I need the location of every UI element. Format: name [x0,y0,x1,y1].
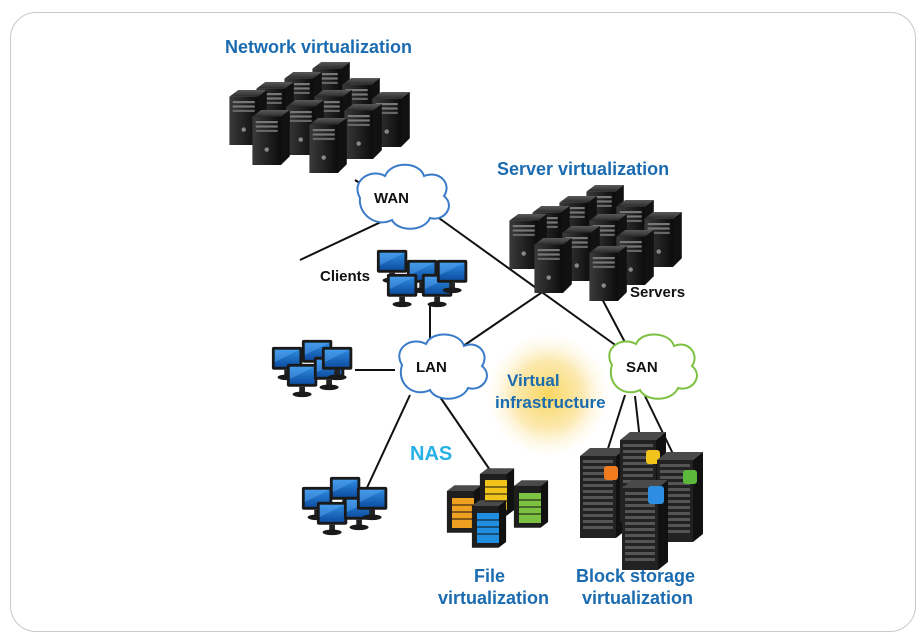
block-storage-line1: Block storage [576,566,695,586]
virtualization-diagram: Network virtualization Server virtualiza… [225,37,703,608]
nas-label: NAS [410,443,452,465]
line-lan-pcs-bottom [364,394,411,493]
virtual-label-line2: infrastructure [495,393,606,412]
line-san-rack1 [604,394,626,459]
line-lan-nas [439,396,491,471]
clients-label: Clients [320,268,370,285]
block-storage-line2: virtualization [582,588,693,608]
block-storage-racks [580,432,703,570]
wan-cloud [356,163,450,230]
file-virtualization-line2: virtualization [438,588,549,608]
server-virtualization-title: Server virtualization [497,159,669,179]
virtual-infrastructure-glow [486,333,610,457]
wan-label: WAN [374,190,409,207]
bottom-pc-group [301,476,388,536]
line-san-rack3 [644,395,676,459]
virtual-label-line1: Virtual [507,371,560,390]
network-virtualization-title: Network virtualization [225,37,412,57]
servers-label: Servers [630,284,685,301]
lan-cloud [398,333,488,400]
line-servers-san [599,294,629,349]
network-server-cluster [229,62,410,173]
left-pc-group [271,339,353,398]
file-virtualization-line1: File [474,566,505,586]
nas-storage [446,468,549,548]
san-label: SAN [626,359,658,376]
clients-pc-group [376,249,468,308]
line-wan-san [424,207,626,353]
san-cloud [608,333,698,400]
lan-label: LAN [416,359,447,376]
